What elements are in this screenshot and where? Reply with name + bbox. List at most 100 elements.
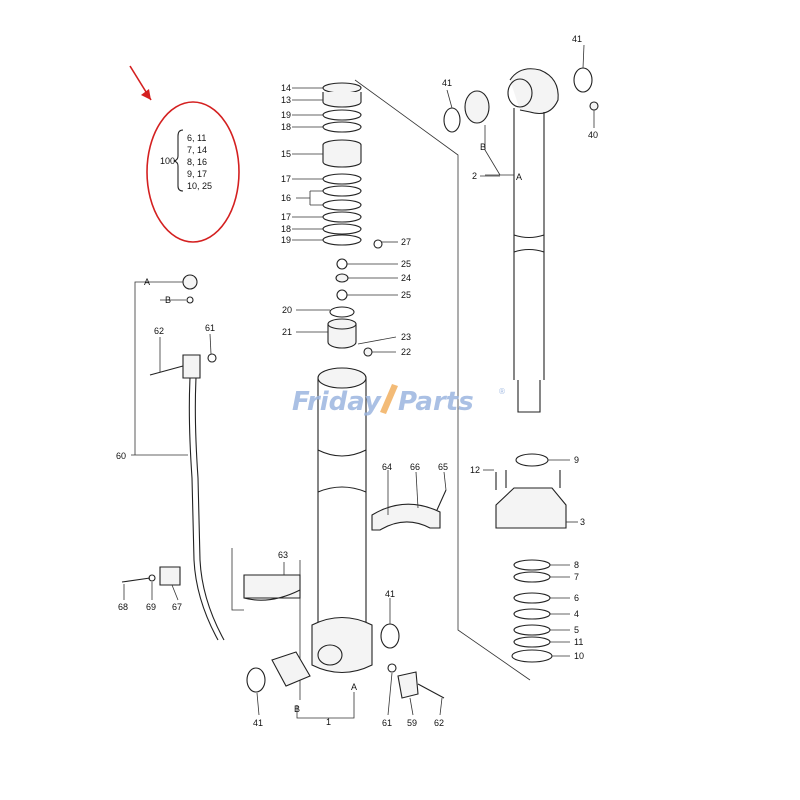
ring-6 [513, 592, 551, 604]
watermark-registered: ® [498, 387, 506, 396]
watermark-text-part2: Parts [398, 387, 474, 417]
part-label: 20 [282, 305, 292, 315]
cylinder-bottom-eye [311, 617, 373, 673]
part-label: 41 [442, 78, 452, 88]
callout-row: 7, 14 [187, 145, 207, 155]
part-label: 60 [116, 451, 126, 461]
part-label: 62 [154, 326, 164, 336]
part-label: 19 [281, 235, 291, 245]
leader-line [443, 471, 447, 491]
part-labels: 14 13 19 18 15 17 16 17 18 19 27 25 24 2… [116, 34, 598, 728]
cylinder-body-1 [311, 367, 373, 673]
part-label: 15 [281, 149, 291, 159]
ring-4 [513, 608, 551, 620]
part-label: 25 [401, 259, 411, 269]
part-label: B [480, 142, 486, 152]
watermark-swoosh-icon [380, 384, 398, 414]
snap-ring-27 [373, 239, 383, 249]
part-label: 17 [281, 174, 291, 184]
ring-11 [513, 636, 551, 648]
watermark-logo: Friday Parts ® [292, 384, 506, 417]
cylinder-top-flange [317, 367, 367, 389]
washer-B [186, 296, 194, 304]
plug-22 [363, 347, 373, 357]
ring-20 [329, 306, 355, 318]
part-label: 3 [580, 517, 585, 527]
part-label: B [294, 704, 300, 714]
part-label: 17 [281, 212, 291, 222]
seal-ring-19-b [322, 234, 362, 246]
rod-break-a [513, 234, 545, 239]
seal-ring-13 [322, 92, 362, 108]
seal-41-top-right [573, 67, 593, 93]
part-label: 2 [472, 171, 477, 181]
leader-line [409, 697, 414, 716]
leader-line [231, 548, 285, 611]
part-label: 18 [281, 122, 291, 132]
leader-line [296, 190, 323, 206]
rod-shaft [513, 108, 545, 380]
piston-3-neck [505, 470, 561, 488]
callout-group-number: 100 [160, 156, 175, 166]
clip-67 [159, 566, 181, 586]
part-label: 41 [253, 718, 263, 728]
leader-line [171, 584, 179, 601]
block-59 [397, 671, 419, 699]
callout-brace [173, 129, 184, 192]
leader-line [415, 471, 419, 509]
part-label: 61 [382, 718, 392, 728]
grease-pipe [188, 377, 219, 641]
cylinder-eye-bore [317, 644, 343, 666]
leader-line [446, 89, 453, 109]
bolt-62-bottom [417, 683, 445, 699]
highlight-annotation: 100 6, 11 7, 14 8, 16 9, 17 10, 25 [129, 65, 240, 243]
part-label: 40 [588, 130, 598, 140]
seal-ring-16-b [322, 199, 362, 211]
watermark-text-part1: Friday [292, 387, 382, 417]
leader-line [134, 281, 186, 455]
seal-41-top-left [443, 107, 461, 133]
part-label: 59 [407, 718, 417, 728]
seal-ring-17-b [322, 211, 362, 223]
ring-8 [513, 559, 551, 571]
ring-5 [513, 624, 551, 636]
washer-61-bottom [387, 663, 397, 673]
part-label: 11 [574, 637, 583, 647]
rod-thread [517, 380, 541, 413]
piston-3 [495, 487, 567, 529]
seal-41-bottom-mid [380, 623, 400, 649]
rod-eye-bore [507, 78, 533, 108]
red-highlight-ellipse [146, 101, 240, 243]
seal-ring-17 [322, 173, 362, 185]
part-label: 14 [281, 83, 291, 93]
part-label: 22 [401, 347, 411, 357]
part-label: 69 [146, 602, 156, 612]
part-label: 1 [326, 717, 331, 727]
part-label: A [351, 682, 357, 692]
cylinder-break-a [317, 449, 367, 457]
part-label: 13 [281, 95, 291, 105]
ring-7 [513, 571, 551, 583]
leader-line [296, 692, 355, 719]
callout-row: 8, 16 [187, 157, 207, 167]
part-label: 65 [438, 462, 448, 472]
bolt-65 [436, 489, 447, 511]
leader-lines [123, 44, 595, 719]
part-label: 18 [281, 224, 291, 234]
bushing-15 [322, 145, 362, 168]
clamp-64 [371, 503, 441, 531]
leader-line [439, 697, 443, 716]
part-label: 63 [278, 550, 288, 560]
part-label: 6 [574, 593, 579, 603]
seal-ring-16-a [322, 185, 362, 197]
seal-ring-14 [322, 82, 362, 94]
seal-41-bottom-left [246, 667, 266, 693]
part-label: 4 [574, 609, 579, 619]
part-label: 24 [401, 273, 411, 283]
washer-25-a [336, 258, 348, 270]
leader-line [357, 336, 397, 345]
part-label: 62 [434, 718, 444, 728]
clamps [243, 489, 447, 601]
part-label: 41 [385, 589, 395, 599]
